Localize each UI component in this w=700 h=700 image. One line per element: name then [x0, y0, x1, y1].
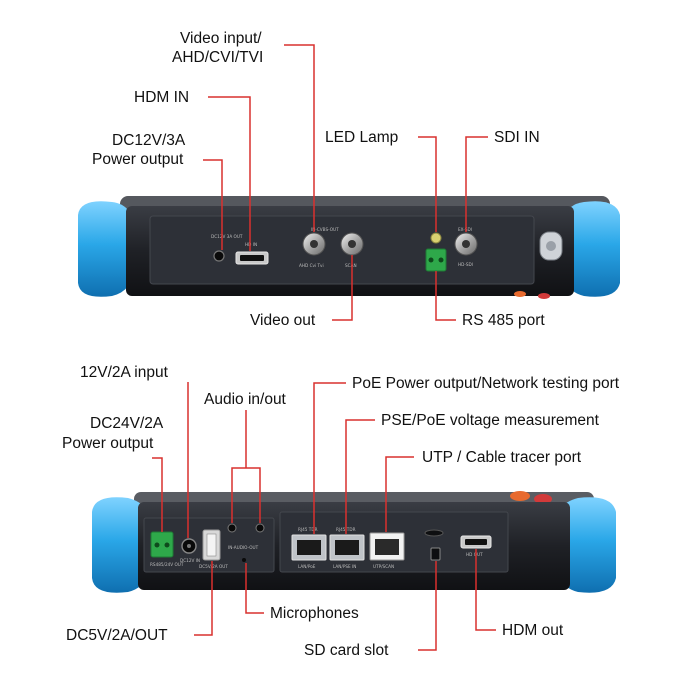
top-sdi-print: EX-SDI — [458, 227, 472, 232]
bottom-audio-print: IN-AUDIO-OUT — [228, 545, 259, 550]
label-microphones: Microphones — [270, 605, 359, 622]
leader-sdi-in — [465, 136, 488, 232]
leader-utp — [385, 456, 414, 532]
top-rs485-screw-1 — [428, 257, 434, 263]
leader-hdmi-in — [208, 96, 251, 251]
top-hdmi-in-print: HD IN — [245, 242, 257, 247]
bottom-lan-pse-print: LAN/PSE IN — [333, 564, 356, 569]
label-dc5v: DC5V/2A/OUT — [66, 627, 168, 644]
bottom-usb-print: DC5V/2A OUT — [199, 564, 228, 569]
bottom-hdmi-out-socket — [465, 539, 487, 545]
label-dc12v-2: Power output — [92, 151, 184, 168]
label-led-lamp: LED Lamp — [325, 129, 399, 146]
label-sd-card: SD card slot — [304, 642, 389, 659]
leader-led-lamp — [418, 136, 437, 232]
top-ahd-print: AHD Cvi Tvi — [299, 263, 324, 268]
leader-dc24v — [152, 457, 163, 532]
bottom-dc12v-input-pin — [187, 544, 191, 548]
leader-video-input — [284, 44, 315, 232]
top-hdsdi-print: HD-SDI — [458, 262, 473, 267]
top-red-button — [538, 293, 550, 299]
bottom-rs485-screw-2 — [164, 542, 170, 548]
bottom-rs485-print: RS485/24V OUT — [150, 562, 184, 567]
leader-dc5v — [194, 561, 213, 636]
leader-microphones — [245, 563, 264, 614]
top-bnc-print: IN-CVBS-OUT — [311, 227, 339, 232]
top-hdmi-in-socket — [240, 255, 264, 261]
leader-hdmi-out — [475, 549, 496, 631]
bottom-rj45-lan-pse-socket — [335, 540, 359, 555]
top-orange-button — [514, 291, 526, 297]
top-led-lamp — [430, 232, 442, 244]
top-left-bumper — [78, 201, 132, 297]
bottom-lan-poe-print: LAN/PoE — [298, 564, 316, 569]
label-dc24v-2: Power output — [62, 435, 154, 452]
label-sdi-in: SDI IN — [494, 129, 540, 146]
label-pse: PSE/PoE voltage measurement — [381, 412, 599, 429]
bottom-right-bumper — [558, 497, 616, 593]
bottom-device: RS485/24V OUT DC12V IN DC5V/2A OUT IN-AU… — [92, 491, 616, 593]
top-scan-print: SCAN — [345, 263, 357, 268]
label-audio: Audio in/out — [204, 391, 286, 408]
leader-lines — [152, 44, 496, 651]
bottom-rs485-24v-terminal — [150, 531, 174, 558]
top-side-knob-dot — [546, 241, 556, 251]
label-video-input-2: AHD/CVI/TVI — [172, 49, 264, 66]
bottom-hdmi-out-print: HD OUT — [466, 552, 483, 557]
bottom-rj45-utp-socket — [375, 539, 399, 555]
top-device: DC12V 3A OUT HD IN IN-CVBS-OUT AHD Cvi T… — [78, 196, 620, 299]
leader-rs485 — [435, 271, 456, 321]
bottom-orange-button — [510, 491, 530, 501]
bottom-rs485-screw-1 — [154, 542, 160, 548]
leader-poe — [313, 382, 346, 534]
top-bnc-video-output-core — [348, 240, 356, 248]
bottom-dc12v-print: DC12V IN — [180, 558, 200, 563]
bottom-left-bumper — [92, 497, 148, 593]
label-utp: UTP / Cable tracer port — [422, 449, 582, 466]
label-hdmi-in: HDM IN — [134, 89, 190, 106]
label-hdmi-out: HDM out — [502, 622, 564, 639]
leader-sd-card — [418, 561, 437, 651]
bottom-utp-print: UTP/SCAN — [373, 564, 394, 569]
bottom-sd-card-slot — [430, 547, 441, 561]
bottom-audio-in-jack — [227, 523, 237, 533]
bottom-usb-socket — [206, 533, 217, 557]
label-video-out: Video out — [250, 312, 316, 329]
top-dc12v-output-port — [213, 250, 225, 262]
label-dc24v-1: DC24V/2A — [90, 415, 164, 432]
label-12v-input: 12V/2A input — [80, 364, 168, 381]
bottom-audio-out-jack — [255, 523, 265, 533]
bottom-speaker-grille — [424, 529, 444, 537]
top-sdi-in-core — [462, 240, 470, 248]
leader-pse — [345, 419, 375, 534]
label-poe: PoE Power output/Network testing port — [352, 375, 620, 392]
top-dc12v-print: DC12V 3A OUT — [211, 234, 243, 239]
label-rs485: RS 485 port — [462, 312, 545, 329]
leader-dc12v — [203, 159, 223, 250]
label-dc12v-1: DC12V/3A — [112, 132, 186, 149]
top-right-bumper — [564, 201, 620, 297]
label-video-input-1: Video input/ — [180, 30, 262, 47]
leader-video-out — [332, 255, 353, 321]
top-bnc-video-input-core — [310, 240, 318, 248]
bottom-microphone-hole — [242, 558, 246, 562]
top-port-panel — [149, 215, 535, 285]
bottom-rj45-tdr-1-print: RJ45 TDR — [298, 527, 318, 532]
bottom-rj45-lan-poe-socket — [297, 540, 321, 555]
top-rs485-screw-2 — [438, 257, 444, 263]
bottom-red-button — [534, 494, 552, 504]
